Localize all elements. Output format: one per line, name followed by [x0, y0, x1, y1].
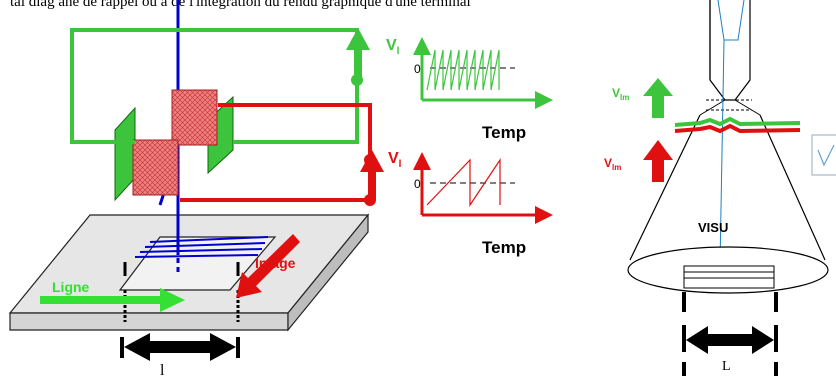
- temp-top: Temp: [482, 123, 526, 142]
- green-plates: [114, 95, 234, 202]
- red-plates: [132, 89, 218, 196]
- screen-slab: [8, 213, 370, 332]
- crt-green-wire: [674, 116, 801, 127]
- vlm-top-label: Vlm: [612, 86, 629, 102]
- visu-label: VISU: [698, 220, 728, 235]
- image-arrow: [236, 234, 300, 298]
- ligne-label: Ligne: [52, 279, 90, 295]
- image-label: Image: [255, 255, 296, 271]
- small-l-dimension: l: [120, 333, 240, 376]
- vlm-bottom-label: Vlm: [604, 156, 621, 172]
- crt-tube: VISU: [627, 0, 829, 294]
- vl-top-arrow: [346, 28, 370, 80]
- vlm-top-arrow: [643, 78, 673, 118]
- vl-top-label: Vl: [386, 37, 400, 57]
- big-l-dimension: L: [682, 292, 778, 376]
- waveform-bottom: 0 Temp: [413, 152, 553, 257]
- vl-bottom-label: Vl: [388, 150, 402, 170]
- ligne-arrow: [40, 288, 185, 312]
- top-text: tal diag ane de rappel ou a de l'intégra…: [10, 0, 471, 10]
- zero-top: 0: [414, 62, 421, 76]
- crt-red-wire: [674, 123, 801, 134]
- waveform-top: 0 Temp: [413, 37, 553, 142]
- scan-lines: [134, 236, 269, 258]
- vl-bottom-arrow: [360, 150, 384, 200]
- zero-bottom: 0: [414, 177, 421, 191]
- l-big-label: L: [722, 359, 731, 374]
- edge-screen: [811, 134, 836, 176]
- temp-bottom: Temp: [482, 238, 526, 257]
- vlm-bottom-arrow: [643, 140, 673, 182]
- l-small-label: l: [160, 362, 165, 376]
